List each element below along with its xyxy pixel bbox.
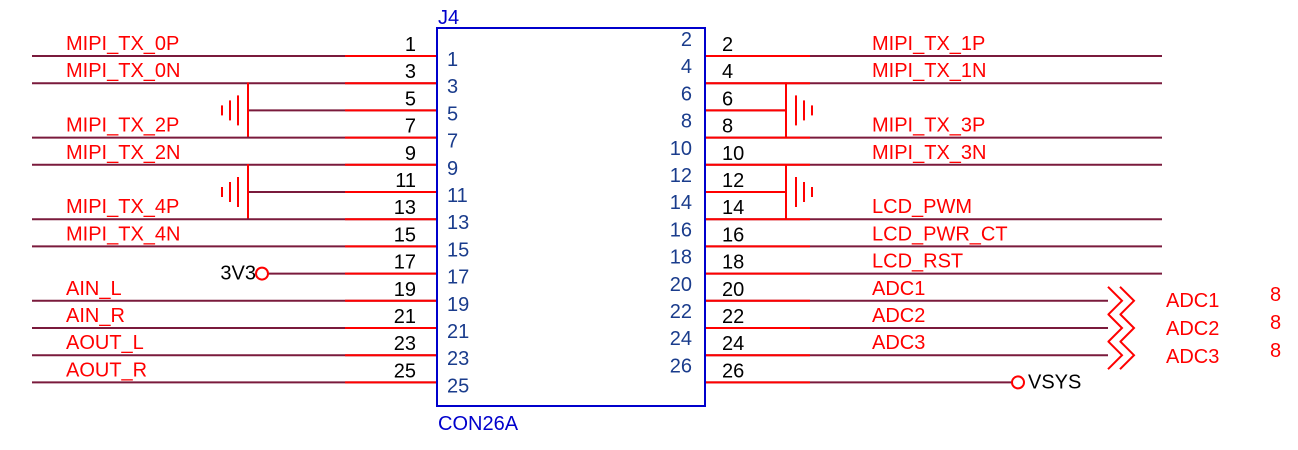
- ground-icon: [221, 177, 239, 207]
- component-part: CON26A: [438, 413, 519, 435]
- pin-number: 17: [447, 267, 469, 289]
- pin-number: 15: [447, 239, 469, 261]
- pin-number: 5: [447, 103, 458, 125]
- pin-number: 26: [670, 355, 692, 377]
- wire-number: 4: [722, 61, 733, 83]
- wire-number: 15: [394, 224, 416, 246]
- net-label: AIN_L: [66, 278, 122, 300]
- wire-number: 21: [394, 306, 416, 328]
- wire-number: 19: [394, 279, 416, 301]
- power-port-icon[interactable]: [1011, 375, 1025, 390]
- pin-number: 11: [447, 185, 468, 207]
- offpage-page-number: 8: [1270, 340, 1281, 362]
- wire-number: 16: [722, 224, 744, 246]
- net-label: MIPI_TX_2P: [66, 115, 179, 137]
- pin-number: 23: [447, 348, 469, 370]
- wire-number: 2: [722, 34, 733, 56]
- pin-number: 19: [447, 294, 469, 316]
- net-label: MIPI_TX_2N: [66, 142, 180, 164]
- net-label: AOUT_L: [66, 332, 144, 354]
- wire-number: 25: [394, 360, 416, 382]
- pin-number: 12: [670, 165, 692, 187]
- net-label: AOUT_R: [66, 359, 147, 381]
- connector-body[interactable]: [436, 27, 706, 407]
- wire-number: 14: [722, 197, 744, 219]
- net-label: MIPI_TX_3P: [872, 115, 985, 137]
- offpage-name: ADC2: [1166, 318, 1219, 340]
- pin-number: 24: [670, 328, 692, 350]
- wire-layer: [32, 55, 1162, 384]
- pin-number: 3: [447, 76, 458, 98]
- pin-number: 21: [447, 321, 469, 343]
- pin-number: 14: [670, 192, 692, 214]
- net-label: LCD_PWR_CT: [872, 223, 1008, 245]
- wire-number: 12: [722, 170, 744, 192]
- ground-icon: [795, 177, 813, 207]
- net-label: MIPI_TX_0P: [66, 33, 179, 55]
- wire-number: 5: [405, 88, 416, 110]
- net-label: MIPI_TX_0N: [66, 60, 180, 82]
- wire-number: 3: [405, 61, 416, 83]
- offpage-connector-icon[interactable]: [1107, 340, 1136, 370]
- pin-number: 16: [670, 219, 692, 241]
- net-label: AIN_R: [66, 305, 125, 327]
- net-label: MIPI_TX_1N: [872, 60, 986, 82]
- net-label: MIPI_TX_3N: [872, 142, 986, 164]
- wire-number: 17: [394, 252, 416, 274]
- component-ref: J4: [438, 7, 459, 29]
- wire-number: 8: [722, 116, 733, 138]
- wire-number: 20: [722, 279, 744, 301]
- net-label: MIPI_TX_4N: [66, 223, 180, 245]
- offpage-page-number: 8: [1270, 284, 1281, 306]
- offpage-name: ADC1: [1166, 290, 1219, 312]
- pin-number: 1: [447, 49, 458, 71]
- pin-number: 25: [447, 375, 469, 397]
- wire-number: 1: [405, 34, 416, 56]
- pin-number: 6: [681, 83, 692, 105]
- power-net-label: VSYS: [1028, 371, 1081, 393]
- net-label: ADC2: [872, 305, 925, 327]
- wire-number: 11: [395, 170, 416, 192]
- pin-number: 2: [681, 29, 692, 51]
- pin-number: 4: [681, 56, 692, 78]
- pin-number: 13: [447, 212, 469, 234]
- pin-number: 8: [681, 111, 692, 133]
- wire-number: 24: [722, 333, 744, 355]
- wire-number: 22: [722, 306, 744, 328]
- net-label: LCD_RST: [872, 251, 963, 273]
- symbol-layer: [221, 95, 1136, 390]
- offpage-name: ADC3: [1166, 346, 1219, 368]
- offpage-page-number: 8: [1270, 312, 1281, 334]
- wire-number: 23: [394, 333, 416, 355]
- wire-number: 10: [722, 143, 744, 165]
- net-label: ADC3: [872, 332, 925, 354]
- wire-number: 13: [394, 197, 416, 219]
- ground-icon: [221, 95, 239, 126]
- wire-number: 9: [405, 143, 416, 165]
- pin-number: 20: [670, 274, 692, 296]
- net-label: ADC1: [872, 278, 925, 300]
- offpage-connector-icon[interactable]: [1107, 286, 1136, 316]
- wire-number: 7: [405, 116, 416, 138]
- wire-number: 18: [722, 252, 744, 274]
- pin-number: 10: [670, 138, 692, 160]
- pin-number: 9: [447, 158, 458, 180]
- net-label: MIPI_TX_4P: [66, 196, 179, 218]
- ground-icon: [795, 95, 813, 126]
- wire-number: 6: [722, 88, 733, 110]
- net-label: MIPI_TX_1P: [872, 33, 985, 55]
- pin-number: 18: [670, 247, 692, 269]
- pin-number: 22: [670, 301, 692, 323]
- power-net-label: 3V3: [220, 263, 256, 285]
- offpage-connector-icon[interactable]: [1107, 313, 1136, 343]
- pin-number: 7: [447, 131, 458, 153]
- net-label: LCD_PWM: [872, 196, 972, 218]
- wire-number: 26: [722, 360, 744, 382]
- power-port-icon[interactable]: [255, 266, 269, 281]
